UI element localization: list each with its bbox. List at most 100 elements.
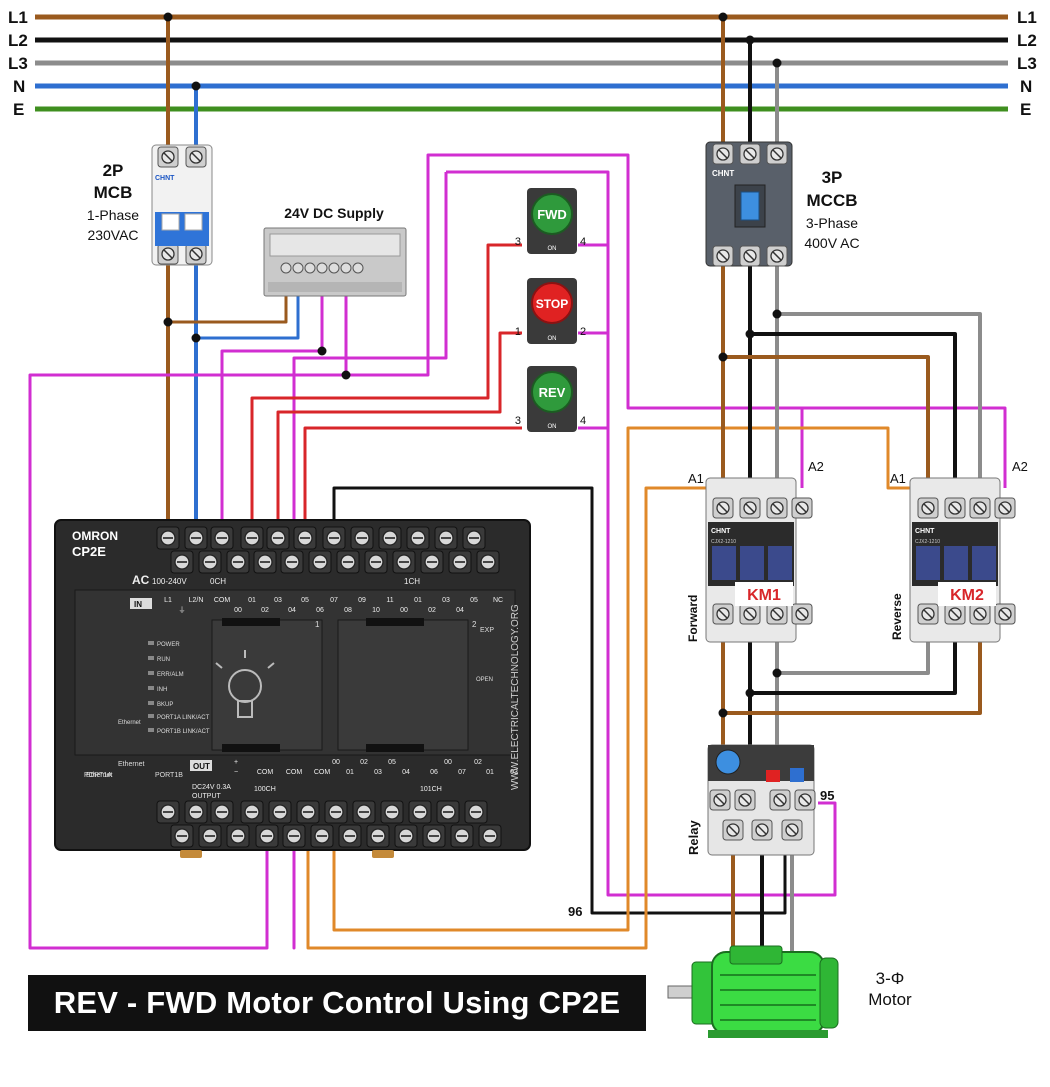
plc-in-label: COM bbox=[214, 597, 231, 604]
plc-in-tag: IN bbox=[134, 600, 142, 609]
mccb-phase: 3-Phase bbox=[806, 215, 858, 231]
plc-in-label-low: 00 bbox=[400, 607, 408, 614]
km2-side-label: Reverse bbox=[890, 593, 904, 640]
plc-1ch: 1CH bbox=[404, 577, 420, 586]
plc-foot-right bbox=[372, 850, 394, 858]
km2-brand: CHNT bbox=[915, 528, 935, 535]
plc-led-label: INH bbox=[157, 687, 167, 693]
wire-km2-t1 bbox=[777, 640, 930, 675]
mcb-phase: 1-Phase bbox=[87, 207, 139, 223]
plc-out-label-high: 02 bbox=[474, 759, 482, 766]
plc-in-label: 09 bbox=[358, 597, 366, 604]
km1-tag bbox=[735, 582, 793, 606]
plc-led-label: BKUP bbox=[157, 702, 173, 708]
wire-km2-t2 bbox=[750, 640, 957, 695]
bus-label-l3-right: L3 bbox=[1017, 54, 1037, 73]
plc-input-labels: L1 L2/N COM 01 03 05 07 09 11 01 03 05 N… bbox=[164, 597, 503, 614]
km1-window-1 bbox=[712, 546, 736, 580]
bus-label-l2-right: L2 bbox=[1017, 31, 1037, 50]
wire-km2-t3 bbox=[723, 640, 982, 715]
km2-tag bbox=[938, 582, 996, 606]
plc-out-label: COM bbox=[286, 769, 303, 776]
bus-label-e-right: E bbox=[1020, 100, 1031, 119]
plc-model: CP2E bbox=[72, 544, 106, 559]
plc-in-label-low: 04 bbox=[288, 607, 296, 614]
plc-in-label-low: 02 bbox=[261, 607, 269, 614]
plc-port1b-label: PORT1B bbox=[155, 772, 183, 779]
plc-in-label: 07 bbox=[330, 597, 338, 604]
fwd-pin-4: 4 bbox=[580, 236, 586, 248]
rev-button[interactable]: REV ON 3 4 bbox=[515, 366, 586, 432]
mcb-name: MCB bbox=[94, 183, 133, 202]
rev-button-on: ON bbox=[548, 424, 557, 430]
km2-a2: A2 bbox=[1012, 459, 1028, 474]
km1-window-2 bbox=[740, 546, 764, 580]
mccb-brand: CHNT bbox=[712, 169, 734, 178]
rev-pin-3: 3 bbox=[515, 415, 521, 427]
relay-96-label: 96 bbox=[568, 904, 582, 919]
plc-0ch: 0CH bbox=[210, 577, 226, 586]
wire-btn-common bbox=[345, 172, 448, 360]
plc-out-label: COM bbox=[257, 769, 274, 776]
plc-100ch: 100CH bbox=[254, 786, 276, 793]
plc-led-label: ERR/ALM bbox=[157, 672, 184, 678]
bus-label-l1-left: L1 bbox=[8, 8, 28, 27]
plc-in-label: 05 bbox=[470, 597, 478, 604]
plc-dc-out-rating: DC24V 0.3A bbox=[192, 784, 231, 791]
wire-relay-95 bbox=[606, 428, 837, 897]
plc-in-label: 11 bbox=[386, 597, 393, 604]
fwd-button-label: FWD bbox=[537, 207, 567, 222]
wire-stop-2 bbox=[578, 245, 610, 335]
fwd-button-on: ON bbox=[548, 246, 557, 252]
km1-model: CJX2-1210 bbox=[711, 539, 736, 545]
motor-terminal-box bbox=[729, 945, 783, 965]
stop-button-cap[interactable] bbox=[531, 282, 573, 324]
power-supply: 24V DC Supply bbox=[263, 205, 407, 297]
plc-in-label: 01 bbox=[414, 597, 422, 604]
overload-relay: 95 96 Relay bbox=[568, 744, 834, 919]
plc-out-label: 01 bbox=[486, 769, 494, 776]
plc-slot-1-clip-top bbox=[222, 618, 280, 626]
rev-button-cap[interactable] bbox=[531, 371, 573, 413]
relay-95-label: 95 bbox=[820, 788, 834, 803]
plc-in-label: NC bbox=[493, 597, 503, 604]
plc-out-label-high: − bbox=[234, 769, 238, 776]
plc-out-label: COM bbox=[314, 769, 331, 776]
psu-terminal-cover bbox=[269, 233, 401, 257]
relay-label: Relay bbox=[686, 820, 701, 855]
fwd-button[interactable]: FWD ON 3 4 bbox=[515, 188, 586, 254]
plc-leds: POWER RUN ERR/ALM INH BKUP PORT1A LINK/A… bbox=[118, 641, 210, 735]
stop-pin-2: 2 bbox=[580, 326, 586, 338]
plc-cp2e: OMRON CP2E AC 100-240V 0CH 1CH IN L1 L2/… bbox=[54, 519, 531, 858]
mccb-3p: CHNT bbox=[705, 141, 793, 267]
plc-out-label-high: 00 bbox=[332, 759, 340, 766]
km2-label: KM2 bbox=[950, 587, 984, 604]
km1-side-label: Forward bbox=[686, 595, 700, 642]
rev-button-label: REV bbox=[539, 385, 566, 400]
plc-slot-2-clip-bottom bbox=[366, 744, 424, 752]
fwd-button-cap[interactable] bbox=[531, 193, 573, 235]
plc-in-label: L2/N bbox=[189, 597, 204, 604]
plc-output-labels: + − 00 02 05 00 02 COM COM COM 01 03 04 … bbox=[234, 759, 518, 776]
plc-open-label: OPEN bbox=[476, 677, 493, 683]
mcb-toggle-2 bbox=[184, 213, 203, 231]
plc-out-label: 03 bbox=[374, 769, 382, 776]
mccb-title: 3P bbox=[822, 168, 843, 187]
plc-in-label: L1 bbox=[164, 597, 172, 604]
wire-km2-l2 bbox=[750, 332, 957, 490]
wire-rev-4 bbox=[578, 333, 610, 430]
plc-in-tag-box bbox=[130, 598, 152, 609]
bus-label-n-left: N bbox=[13, 77, 25, 96]
plc-ethernet-label: Ethernet bbox=[118, 720, 141, 726]
rev-pin-4: 4 bbox=[580, 415, 586, 427]
plc-in-label-low: 08 bbox=[344, 607, 352, 614]
stop-button[interactable]: STOP ON 1 2 bbox=[515, 278, 586, 344]
motor-name: Motor bbox=[868, 990, 912, 1009]
motor-labels: 3-Φ Motor bbox=[868, 969, 912, 1009]
plc-ethernet-port-label: Ethernet bbox=[118, 761, 145, 768]
contactor-km2: CHNT CJX2-1210 KM2 A1 A2 Reverse bbox=[890, 459, 1028, 643]
plc-out-tag-box bbox=[190, 760, 212, 771]
stop-pin-1: 1 bbox=[515, 326, 521, 338]
plc-slot-1-number: 1 bbox=[315, 620, 320, 629]
wire-in-overload bbox=[332, 486, 787, 915]
